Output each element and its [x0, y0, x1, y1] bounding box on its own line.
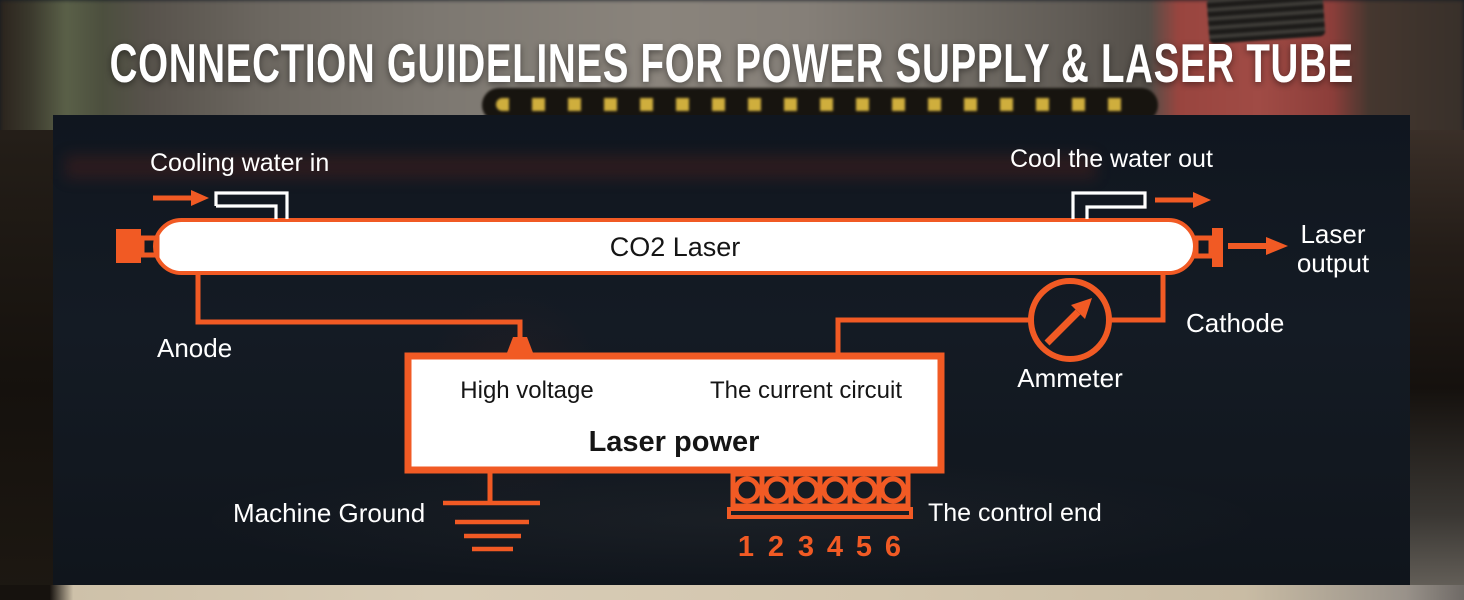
pin-number: 5	[856, 531, 872, 563]
high-voltage-pin	[505, 337, 535, 358]
laser-output-label-line2: output	[1297, 248, 1370, 278]
ammeter-label: Ammeter	[1017, 363, 1123, 393]
laser-output-label-line1: Laser	[1300, 219, 1365, 249]
anode-wire	[195, 273, 523, 340]
laser-output-arrow-icon	[1228, 237, 1288, 255]
photo-right-edge	[1410, 130, 1464, 600]
page-title: CONNECTION GUIDELINES FOR POWER SUPPLY &…	[109, 32, 1355, 94]
pin-number: 6	[885, 531, 901, 563]
laser-power-label: Laser power	[589, 426, 760, 458]
control-end-label: The control end	[928, 499, 1102, 527]
cool-water-out-label: Cool the water out	[1010, 145, 1213, 173]
laser-power-box	[404, 352, 945, 474]
ammeter-needle-head	[1071, 298, 1092, 319]
pin-number: 2	[768, 531, 784, 563]
water-inlet-pipe-icon	[214, 191, 289, 219]
pin-number: 1	[738, 531, 754, 563]
pin-number: 4	[827, 531, 843, 563]
ammeter-needle	[1044, 309, 1081, 346]
ammeter-gauge-icon	[1028, 278, 1112, 362]
high-voltage-label: High voltage	[460, 377, 593, 404]
machine-ground-label: Machine Ground	[233, 498, 425, 528]
water-in-arrow-icon	[153, 190, 209, 206]
photo-left-edge	[0, 130, 53, 600]
photo-laser-tube-hint	[65, 155, 1097, 179]
anode-label: Anode	[157, 333, 232, 363]
cathode-wire	[1109, 273, 1166, 323]
anode-terminal-socket	[139, 235, 160, 258]
header: CONNECTION GUIDELINES FOR POWER SUPPLY &…	[0, 32, 1464, 94]
ground-symbol-icon	[443, 500, 540, 552]
cathode-label: Cathode	[1186, 308, 1284, 338]
current-circuit-label: The current circuit	[710, 377, 902, 404]
pin-number: 3	[798, 531, 814, 563]
tube-label: CO2 Laser	[610, 232, 741, 262]
control-pin-numbers: 1 2 3 4 5 6	[738, 531, 901, 563]
cable-chain-dots	[496, 98, 1144, 111]
cathode-terminal	[1212, 228, 1223, 267]
table-surface-photo	[0, 585, 1464, 600]
water-out-arrow-icon	[1155, 192, 1211, 208]
current-circuit-wire	[835, 317, 1031, 358]
anode-terminal	[116, 229, 141, 263]
control-terminal-block-icon	[727, 471, 913, 519]
cathode-terminal-socket	[1193, 235, 1214, 259]
water-outlet-pipe-icon	[1071, 191, 1147, 219]
cooling-water-in-label: Cooling water in	[150, 149, 329, 177]
